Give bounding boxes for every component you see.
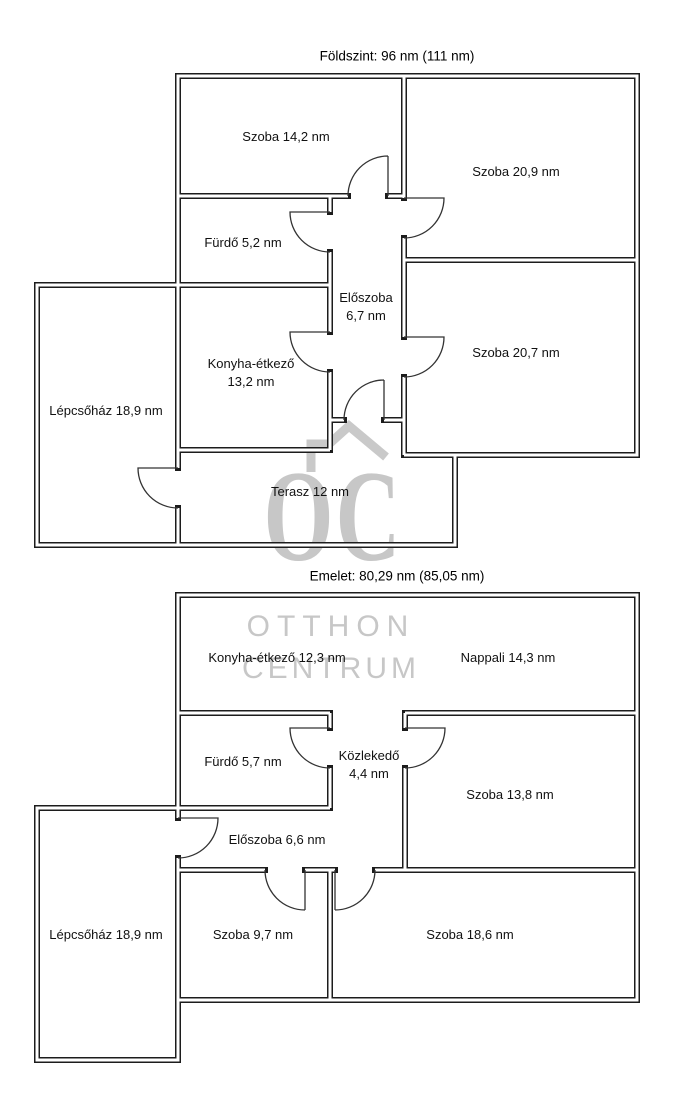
door-swing-lepcsohaz-gf	[137, 467, 179, 509]
watermark-oc-text: OC	[263, 445, 403, 589]
room-label-szoba-20-7: Szoba 20,7 nm	[472, 344, 560, 360]
room-label-konyha-gf-area: 13,2 nm	[227, 374, 275, 389]
watermark-otthon-text: OTTHON	[246, 610, 416, 643]
door-swing-szoba-14-2	[347, 155, 389, 197]
room-label-eloszoba-gf: Előszoba 6,7 nm	[339, 289, 392, 325]
room-label-furdo-gf: Fürdő 5,2 nm	[204, 234, 282, 250]
room-label-konyha-gf-name: Konyha-étkező	[207, 355, 295, 371]
door-swing-konyha-gf	[289, 331, 331, 373]
room-label-szoba-13-8: Szoba 13,8 nm	[466, 786, 554, 802]
upper-floor-doors	[177, 727, 446, 911]
ground-floor-title: Földszint: 96 nm (111 nm)	[319, 48, 475, 64]
door-swing-szoba-9-7	[264, 869, 306, 911]
door-swing-szoba-18-6	[334, 869, 376, 911]
room-label-eloszoba-gf-area: 6,7 nm	[346, 308, 386, 323]
ground-floor-doors	[137, 155, 445, 509]
room-label-szoba-9-7: Szoba 9,7 nm	[212, 926, 294, 942]
door-swing-eloszoba-terasz	[343, 379, 385, 421]
watermark-centrum-text: CENTRUM	[242, 652, 420, 685]
room-label-konyha-gf: Konyha-étkező 13,2 nm	[208, 355, 295, 391]
room-label-szoba-20-9: Szoba 20,9 nm	[472, 163, 560, 179]
room-label-nappali: Nappali 14,3 nm	[460, 649, 556, 665]
room-label-eloszoba-gf-name: Előszoba	[339, 289, 393, 305]
room-label-furdo-uf: Fürdő 5,7 nm	[204, 753, 282, 769]
room-label-kozlekedo-area: 4,4 nm	[349, 766, 389, 781]
door-swing-eloszoba-uf	[177, 817, 219, 859]
room-label-konyha-uf: Konyha-étkező 12,3 nm	[208, 649, 346, 665]
room-label-terasz: Terasz 12 nm	[270, 483, 350, 499]
door-swing-szoba-20-9	[403, 197, 445, 239]
upper-floor-title: Emelet: 80,29 nm (85,05 nm)	[309, 568, 485, 584]
door-swing-szoba-20-7	[403, 336, 445, 378]
room-label-kozlekedo: Közlekedő 4,4 nm	[339, 747, 400, 783]
room-label-lepcsohaz-gf: Lépcsőház 18,9 nm	[49, 402, 163, 418]
door-swing-furdo-uf	[289, 727, 331, 769]
door-swing-szoba-13-8	[404, 727, 446, 769]
room-label-lepcsohaz-uf: Lépcsőház 18,9 nm	[49, 926, 163, 942]
room-label-eloszoba-uf: Előszoba 6,6 nm	[228, 831, 326, 847]
room-label-szoba-14-2: Szoba 14,2 nm	[242, 128, 330, 144]
room-label-szoba-18-6: Szoba 18,6 nm	[426, 926, 514, 942]
room-label-kozlekedo-name: Közlekedő	[338, 747, 400, 763]
door-swing-furdo-gf	[289, 211, 331, 253]
